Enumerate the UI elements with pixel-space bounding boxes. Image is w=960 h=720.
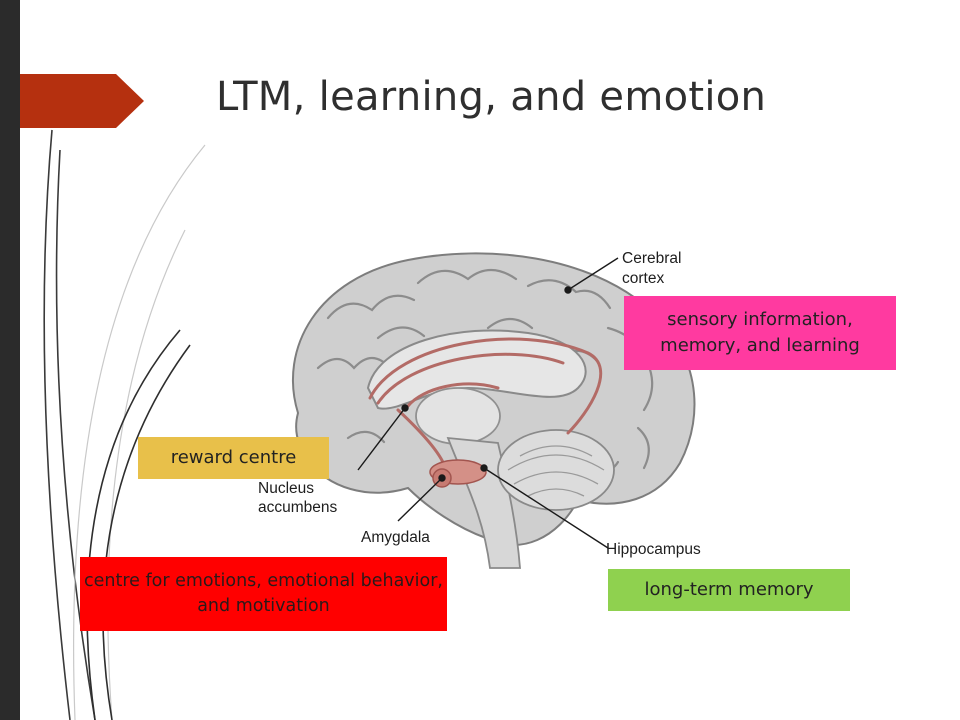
left-dark-bar [0,0,20,720]
label-hippocampus: Hippocampus [606,541,701,558]
decorative-curves [43,129,206,720]
callout-sensory-memory-learning: sensory information, memory, and learnin… [624,296,896,370]
title-accent-arrow [20,74,144,128]
brain-diagram: Cerebral cortex Nucleus accumbens Amygda… [258,238,718,598]
callout-reward-centre: reward centre [138,437,329,479]
callout-long-term-memory: long-term memory [608,569,850,611]
label-nucleus-accumbens-line2: accumbens [258,499,338,516]
label-cerebral-cortex-line1: Cerebral [622,250,681,267]
label-amygdala: Amygdala [361,529,430,546]
slide-title: LTM, learning, and emotion [216,74,767,120]
callout-emotions-motivation: centre for emotions, emotional behavior,… [80,557,447,631]
cerebellum-shape [497,429,615,511]
label-nucleus-accumbens-line1: Nucleus [258,480,314,497]
label-cerebral-cortex-line2: cortex [622,270,664,287]
